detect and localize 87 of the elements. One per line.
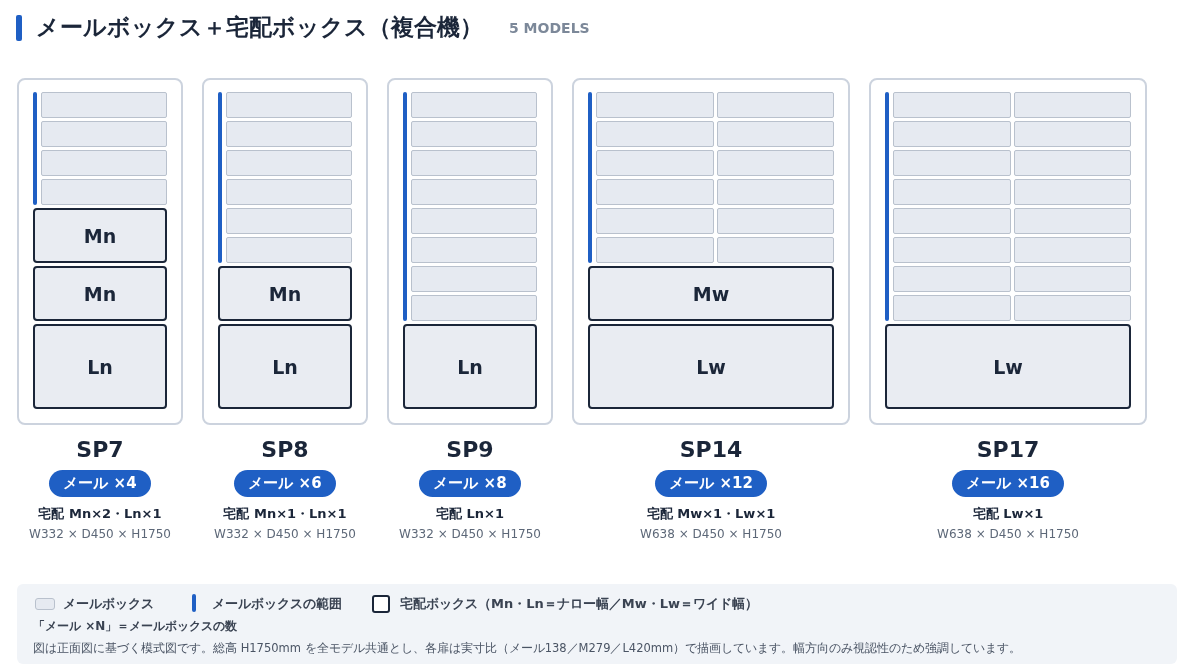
delivery-box-door: Ln <box>403 324 537 409</box>
count-badge: メール ×6 <box>234 470 336 497</box>
model-name: SP8 <box>261 437 309 462</box>
mailbox-door <box>716 92 834 118</box>
mailbox-door <box>716 179 834 205</box>
mailbox-door <box>226 208 352 234</box>
mailbox-door <box>716 150 834 176</box>
mailbox-door <box>41 92 167 118</box>
delivery-spec: 宅配 Lw×1 <box>972 505 1044 523</box>
dimensions: W332 × D450 × H1750 <box>399 527 541 541</box>
mailbox-door <box>226 121 352 147</box>
mailbox-door <box>411 295 537 321</box>
model-count: 5 MODELS <box>509 19 590 36</box>
mailbox-door <box>41 121 167 147</box>
mailbox-door <box>1013 92 1131 118</box>
dimensions: W638 × D450 × H1750 <box>640 527 782 541</box>
mailbox-door <box>41 150 167 176</box>
delivery-box-door: Lw <box>588 324 834 409</box>
delivery-box-door: Mn <box>33 266 167 321</box>
mailbox-door <box>716 237 834 263</box>
model-name: SP7 <box>76 437 124 462</box>
mailbox-door <box>411 121 537 147</box>
mailbox-door <box>226 150 352 176</box>
delivery-box-door: Ln <box>218 324 352 409</box>
mailbox-door <box>893 208 1011 234</box>
mailbox-door <box>41 179 167 205</box>
mailbox-door <box>411 237 537 263</box>
mailbox-door <box>226 237 352 263</box>
count-badge: メール ×4 <box>49 470 151 497</box>
legend-note: 「メール ×N」＝メールボックスの数 <box>33 618 238 635</box>
delivery-spec: 宅配 Mn×2・Ln×1 <box>38 505 162 523</box>
dimensions: W638 × D450 × H1750 <box>937 527 1079 541</box>
mailbox-door <box>411 150 537 176</box>
mailbox-door <box>411 179 537 205</box>
legend-label: 宅配ボックス（Mn・Ln＝ナロー幅／Mw・Lw＝ワイド幅） <box>400 595 758 613</box>
delivery-box-door: Mn <box>33 208 167 263</box>
mailbox-door <box>596 179 714 205</box>
mailbox-door <box>226 92 352 118</box>
cabinet-card <box>17 78 183 425</box>
legend-label: メールボックス <box>63 595 154 613</box>
mailbox-door <box>893 150 1011 176</box>
delivery-spec: 宅配 Mn×1・Ln×1 <box>223 505 347 523</box>
model-name: SP14 <box>679 437 743 462</box>
mailbox-door <box>893 121 1011 147</box>
cabinet-card <box>572 78 850 425</box>
dimensions: W332 × D450 × H1750 <box>29 527 171 541</box>
footnote: 図は正面図に基づく模式図です。総高 H1750mm を全モデル共通とし、各扉は実寸比（メール138／M279／L420mm）で描画しています。幅方向のみ視認性のため強調しています。 <box>33 641 1022 656</box>
legend-label: メールボックスの範囲 <box>212 595 342 613</box>
mailbox-door <box>893 179 1011 205</box>
mailbox-door <box>893 266 1011 292</box>
delivery-box-door: Ln <box>33 324 167 409</box>
cabinet-card <box>387 78 553 425</box>
mailbox-door <box>1013 150 1131 176</box>
mailbox-door <box>596 237 714 263</box>
mailbox-door <box>1013 121 1131 147</box>
model-name: SP17 <box>976 437 1040 462</box>
count-badge: メール ×16 <box>952 470 1064 497</box>
count-badge: メール ×8 <box>419 470 521 497</box>
mailbox-door <box>226 179 352 205</box>
mailbox-door <box>716 121 834 147</box>
mailbox-door <box>1013 179 1131 205</box>
count-badge: メール ×12 <box>655 470 767 497</box>
mailbox-door <box>596 92 714 118</box>
model-name: SP9 <box>446 437 494 462</box>
delivery-spec: 宅配 Ln×1 <box>436 505 504 523</box>
cabinet-card <box>202 78 368 425</box>
delivery-box-door: Mw <box>588 266 834 321</box>
delivery-spec: 宅配 Mw×1・Lw×1 <box>646 505 776 523</box>
mailbox-door <box>596 121 714 147</box>
mailbox-door <box>411 208 537 234</box>
page-title: メールボックス＋宅配ボックス（複合機） <box>36 13 483 42</box>
delivery-box-door: Mn <box>218 266 352 321</box>
mailbox-door <box>893 92 1011 118</box>
dimensions: W332 × D450 × H1750 <box>214 527 356 541</box>
mailbox-door <box>596 150 714 176</box>
mailbox-door <box>893 237 1011 263</box>
mailbox-door <box>411 92 537 118</box>
cabinet-card <box>869 78 1147 425</box>
mailbox-door <box>1013 295 1131 321</box>
mailbox-door <box>596 208 714 234</box>
mailbox-door <box>1013 266 1131 292</box>
mailbox-door <box>411 266 537 292</box>
delivery-box-door: Lw <box>885 324 1131 409</box>
mailbox-door <box>1013 237 1131 263</box>
mailbox-door <box>1013 208 1131 234</box>
mailbox-door <box>893 295 1011 321</box>
mailbox-door <box>716 208 834 234</box>
